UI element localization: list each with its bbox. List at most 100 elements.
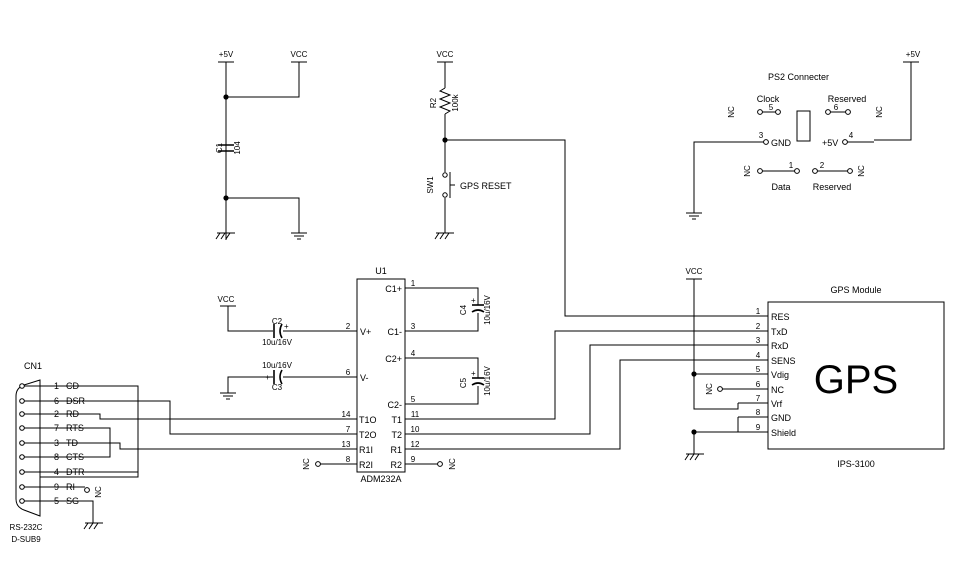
u1-pin-num: 10 [411,425,420,434]
nc-label: NC [302,458,311,470]
supply-vcc-bar [226,61,307,98]
db9-pin-lines [24,385,40,502]
gps-vcc-rail [686,278,739,410]
ground-symbol [220,392,236,400]
db9-pin [19,383,25,389]
chassis-ground-symbol [434,232,454,240]
ps2-connector: PS2 Connecter +5V Clock 5 NC Reserved 6 … [686,50,921,220]
cn1-ref: CN1 [24,361,42,371]
c2-wires [220,305,328,332]
reset-section: VCC R2 100k SW1 GPS RESET [426,50,768,317]
supply-5v-label: +5V [219,50,234,59]
ps2-pin-name-6: Reserved [828,94,867,104]
gps-pin-num: 5 [756,365,761,374]
db9-pin [19,469,25,475]
u1-pin-num: 9 [411,455,416,464]
c4-ref: C4 [459,304,468,315]
c2-value: 10u/16V [262,338,292,347]
c4-value: 10u/16V [483,294,492,324]
ps2-pin-num-6: 6 [834,103,839,112]
t1-txd-wire [432,330,768,420]
gps-title: GPS Module [830,285,881,295]
c3-value: 10u/16V [262,361,292,370]
u1-pin-name: T1O [359,415,377,425]
nc-terminal [717,386,723,392]
td-r1i-wire [40,442,328,450]
gps-pin-num: 6 [756,380,761,389]
sw1-actuator [449,172,455,198]
gps-body [767,301,945,450]
nc-terminal [84,487,90,493]
ps2-pin [842,139,848,145]
cn1-type-line2: D-SUB9 [11,535,41,544]
u1-pin-num: 11 [411,410,420,419]
ps2-pin-num-2: 2 [820,161,825,170]
gps-pin-num: 9 [756,423,761,432]
gps-pin-name: TxD [771,327,788,337]
nc-label: NC [875,106,884,118]
nc-terminal [315,461,321,467]
ps2-pin [825,109,831,115]
u1-pin-name: V- [360,373,369,383]
sw1-contact [442,192,448,198]
ps2-key-rect [796,110,811,142]
u1-ref: U1 [375,266,387,276]
c2-c3-section: VCC C2 + 10u/16V 10u/16V + C3 [218,295,328,400]
dsr-t2o-wire [40,400,328,435]
rd-t1o-wire [40,413,328,420]
c2-polarity: + [284,322,289,331]
c4-wires [432,287,479,332]
ps2-pin [845,109,851,115]
supply-vcc-bar [437,61,453,88]
nc-label: NC [727,106,736,118]
db9-pin [19,411,25,417]
chassis-ground-symbol [215,232,235,240]
c2-plate-curved [279,323,283,339]
u1-pin-name: T2O [359,430,377,440]
ground-symbol [291,232,307,240]
rs232-wiring: NC [40,385,328,530]
db9-pin [19,398,25,404]
gps-pin-name: Vrf [771,399,783,409]
ps2-pin-name-3: GND [771,138,792,148]
gps-gnd-wire [693,417,739,454]
u1-pin-num: 14 [342,410,351,419]
u1-pin-num: 7 [346,425,351,434]
u1-pin-name: C2+ [385,354,402,364]
ps2-pin [794,168,800,174]
junction-dot [691,371,697,377]
c1-value: 104 [233,141,242,155]
ps2-gnd-wire [693,141,764,213]
gps-part: IPS-3100 [837,459,875,469]
c1-section: +5V VCC C1 104 [215,50,308,240]
u1-pin-name: V+ [360,327,371,337]
ps2-pin [775,109,781,115]
supply-vcc-label: VCC [291,50,308,59]
u1-pin-name: R2 [390,460,402,470]
chassis-ground-symbol [83,522,103,530]
u1-pin-name: T2 [391,430,402,440]
junction-dot [691,429,697,435]
supply-vcc-label: VCC [218,295,235,304]
ps2-pin-num-5: 5 [769,103,774,112]
u1-pin-num: 1 [411,279,416,288]
ps2-title: PS2 Connecter [768,72,829,82]
nc-label: NC [857,165,866,177]
db9-pin [19,484,25,490]
nc-label: NC [448,458,457,470]
gps-pin-name: NC [771,385,784,395]
ps2-pin-num-1: 1 [789,161,794,170]
gps-pin-name: GND [771,413,792,423]
c4-plate-curved [471,309,485,313]
u1-adm232a: U1 ADM232A 2 V+ 6 V- 14 T1O 7 T2O 13 R1I… [302,266,492,484]
u1-pin-num: 12 [411,440,420,449]
r2-resistor [438,87,452,115]
cn1-db9-connector: CN1 1 CD 6 DSR 2 RD 7 RTS 3 TD 8 CTS 4 D… [10,361,86,544]
chassis-ground-symbol [684,453,704,461]
gps-pin-name: Shield [771,428,796,438]
sw1-ref: SW1 [426,176,435,194]
gps-pin-name: RES [771,312,790,322]
u1-pin-num: 4 [411,349,416,358]
sg-gnd-wire [40,500,94,523]
u1-pin-name: C1- [387,327,402,337]
